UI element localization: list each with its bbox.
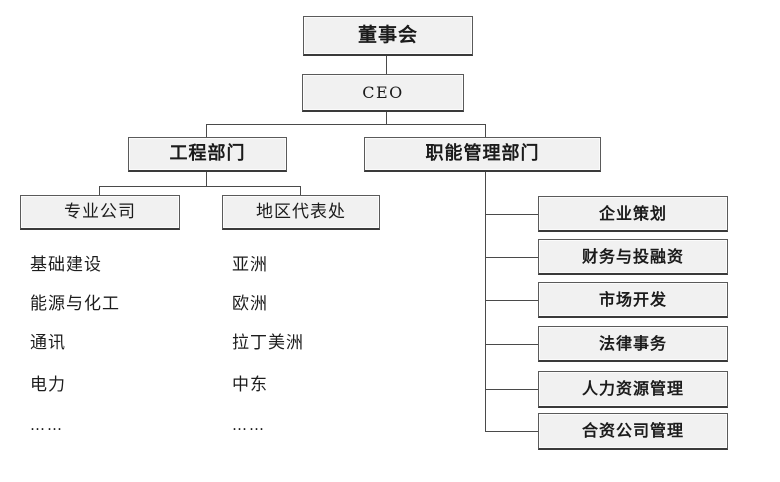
node-engineering-department-label: 工程部门 (169, 143, 246, 164)
node-ceo-label: CEO (362, 82, 404, 102)
professional-company-item-4: 电力 (30, 375, 66, 395)
professional-company-item-1: 基础建设 (30, 255, 102, 275)
connector-board-to-ceo (386, 55, 387, 75)
node-professional-company-label: 专业公司 (64, 201, 136, 222)
node-functional-item-6[interactable]: 合资公司管理 (538, 413, 728, 450)
connector-bus-to-professional-company (99, 186, 100, 196)
connector-stub-5 (485, 389, 538, 390)
node-functional-item-3[interactable]: 市场开发 (538, 282, 728, 318)
node-functional-item-5-label: 人力资源管理 (581, 379, 684, 398)
connector-engineering-stem (206, 172, 207, 187)
node-functional-item-2[interactable]: 财务与投融资 (538, 239, 728, 275)
node-functional-item-2-label: 财务与投融资 (581, 246, 684, 266)
connector-stub-4 (485, 344, 538, 345)
regional-office-item-3: 拉丁美洲 (232, 333, 304, 353)
connector-bus-to-engineering (206, 124, 207, 138)
professional-company-item-3: 通讯 (30, 333, 66, 353)
node-functional-item-1-label: 企业策划 (598, 203, 667, 223)
professional-company-item-5: …… (30, 416, 64, 434)
node-functional-item-4-label: 法律事务 (598, 333, 667, 353)
node-functional-item-1[interactable]: 企业策划 (538, 196, 728, 232)
node-board[interactable]: 董事会 (303, 16, 473, 56)
connector-functional-trunk (485, 172, 486, 432)
node-functional-item-5[interactable]: 人力资源管理 (538, 371, 728, 408)
connector-engineering-bus (99, 186, 301, 187)
connector-bus-to-functional (485, 124, 486, 138)
node-functional-department-label: 职能管理部门 (425, 143, 540, 164)
regional-office-item-2: 欧洲 (232, 294, 268, 314)
professional-company-item-2: 能源与化工 (30, 294, 120, 314)
node-regional-office[interactable]: 地区代表处 (222, 195, 380, 230)
connector-ceo-bus (206, 124, 486, 125)
node-regional-office-label: 地区代表处 (256, 201, 346, 222)
regional-office-item-4: 中东 (232, 375, 268, 395)
node-board-label: 董事会 (357, 24, 418, 46)
node-ceo[interactable]: CEO (302, 74, 464, 112)
connector-stub-3 (485, 300, 538, 301)
regional-office-item-5: …… (232, 416, 266, 434)
node-functional-item-6-label: 合资公司管理 (581, 421, 684, 440)
node-functional-item-4[interactable]: 法律事务 (538, 326, 728, 362)
node-functional-department[interactable]: 职能管理部门 (364, 137, 601, 172)
connector-stub-2 (485, 257, 538, 258)
node-engineering-department[interactable]: 工程部门 (128, 137, 287, 172)
node-professional-company[interactable]: 专业公司 (20, 195, 180, 230)
connector-bus-to-regional-office (300, 186, 301, 196)
connector-stub-1 (485, 214, 538, 215)
node-functional-item-3-label: 市场开发 (598, 289, 667, 309)
connector-ceo-stem (386, 112, 387, 125)
regional-office-item-1: 亚洲 (232, 255, 268, 275)
connector-stub-6 (485, 431, 538, 432)
